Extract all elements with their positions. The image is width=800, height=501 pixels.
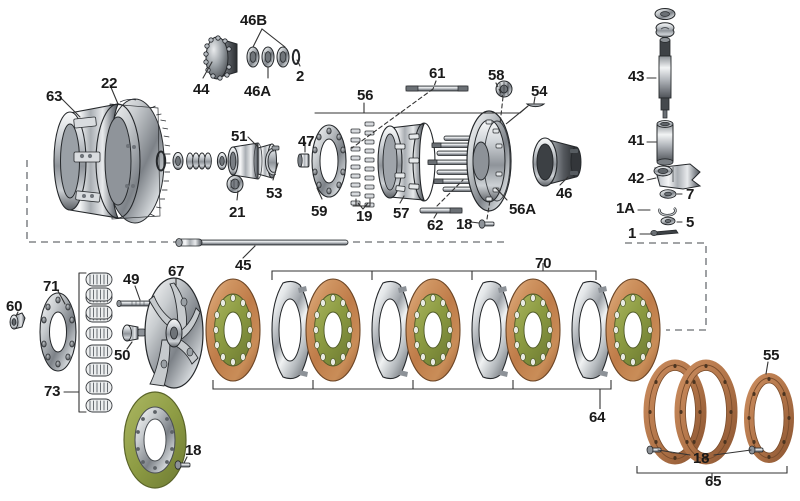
- friction-disc: [205, 278, 261, 382]
- friction-disc: [605, 278, 661, 382]
- callout-46A: 46A: [244, 83, 271, 100]
- callout-7: 7: [686, 186, 695, 203]
- friction-disc: [505, 278, 561, 382]
- callout-55: 55: [763, 347, 780, 364]
- top-nut-unlabeled: [654, 8, 676, 20]
- gasket-55-art: [744, 373, 794, 463]
- washer-7: [659, 189, 677, 199]
- callout-19: 19: [356, 208, 373, 225]
- bearing-21: [226, 175, 244, 193]
- callout-1: 1: [628, 225, 637, 242]
- clutch-drum-57: [377, 122, 436, 202]
- nut-58: [495, 80, 513, 98]
- callout-42: 42: [628, 170, 645, 187]
- callout-21: 21: [229, 204, 246, 221]
- callout-63: 63: [46, 88, 63, 105]
- callout-45: 45: [235, 257, 252, 274]
- bracket-70: [271, 263, 597, 280]
- o-ring-2: [291, 49, 301, 65]
- stud-49: [116, 299, 151, 308]
- pressure-plate-67: [144, 277, 204, 389]
- callout-61: 61: [429, 65, 446, 82]
- callout-22: 22: [101, 75, 118, 92]
- steel-plate: [271, 280, 314, 380]
- retaining-clip-1A: [658, 206, 677, 217]
- dashed-connector-right: [625, 242, 707, 331]
- callout-54: 54: [531, 83, 548, 100]
- steel-plate: [471, 280, 514, 380]
- clutch-drum-shell-63: [53, 98, 171, 224]
- callout-60: 60: [6, 298, 23, 315]
- bracket-56-leg: [505, 105, 529, 125]
- gasket-ring: [643, 359, 707, 465]
- clutch-hub-56A: [427, 110, 512, 212]
- friction-disc: [305, 278, 361, 382]
- gasket-ring: [674, 359, 738, 465]
- dowel-pin-47: [297, 153, 310, 168]
- callout-65: 65: [705, 473, 722, 490]
- top-clip-unlabeled: [655, 22, 675, 38]
- callout-43: 43: [628, 68, 645, 85]
- callout-70: 70: [535, 255, 552, 272]
- callout-18-gasket: 18: [693, 450, 710, 467]
- bolt-18-lower-art: [174, 460, 191, 470]
- callout-56A: 56A: [509, 201, 536, 218]
- woodruff-key-54: [525, 103, 546, 108]
- bearing-cone-46: [532, 137, 582, 187]
- clutch-push-rod-45: [175, 238, 349, 247]
- bushing-41: [656, 120, 674, 166]
- washer-stack-row: [155, 150, 228, 172]
- clutch-release-sleeve-51: [227, 142, 277, 180]
- callout-59: 59: [311, 203, 328, 220]
- callout-71: 71: [43, 278, 60, 295]
- callout-58: 58: [488, 67, 505, 84]
- callout-62: 62: [427, 217, 444, 234]
- callout-53: 53: [266, 185, 283, 202]
- olive-brake-disc: [123, 391, 187, 489]
- steel-plate: [371, 280, 414, 380]
- nut-60: [9, 312, 26, 330]
- release-lever-42: [653, 163, 702, 190]
- callout-49: 49: [123, 271, 140, 288]
- bracket-65: [636, 466, 788, 480]
- callout-56: 56: [357, 87, 374, 104]
- washer-5: [660, 216, 676, 226]
- bracket-64: [212, 380, 612, 409]
- callout-46B: 46B: [240, 12, 267, 29]
- callout-1A: 1A: [616, 200, 635, 217]
- bevel-pinion-gear-44: [203, 35, 238, 81]
- snap-ring-53: [265, 145, 280, 176]
- callout-2: 2: [296, 68, 305, 85]
- pressure-ring-59: [311, 124, 347, 198]
- callout-57: 57: [393, 205, 410, 222]
- callout-41: 41: [628, 132, 645, 149]
- bolt-18-gasket-left: [646, 445, 662, 455]
- callout-51: 51: [231, 128, 248, 145]
- callout-50: 50: [114, 347, 131, 364]
- callout-73: 73: [44, 383, 61, 400]
- short-pin-62: [419, 207, 463, 214]
- bolt-18-gasket-right: [748, 445, 764, 455]
- friction-disc: [405, 278, 461, 382]
- callout-47: 47: [298, 133, 315, 150]
- callout-67: 67: [168, 263, 185, 280]
- callout-46: 46: [556, 185, 573, 202]
- callout-64: 64: [589, 409, 606, 426]
- callout-18-lower: 18: [185, 442, 202, 459]
- bolt-18-upper: [478, 219, 495, 229]
- bearing-set-46B: [246, 46, 290, 68]
- cotter-pin-1: [650, 229, 679, 236]
- callout-44: 44: [193, 81, 210, 98]
- starter-ring-gear-22: [119, 98, 137, 103]
- clutch-springs-73: [85, 272, 113, 413]
- callout-5: 5: [686, 214, 695, 231]
- bolt-50: [122, 324, 146, 342]
- leader-lines: [15, 28, 769, 464]
- backing-plate-71: [39, 292, 77, 372]
- long-pin-61: [405, 85, 469, 92]
- callout-18-upper: 18: [456, 216, 473, 233]
- push-rod-43: [658, 37, 672, 119]
